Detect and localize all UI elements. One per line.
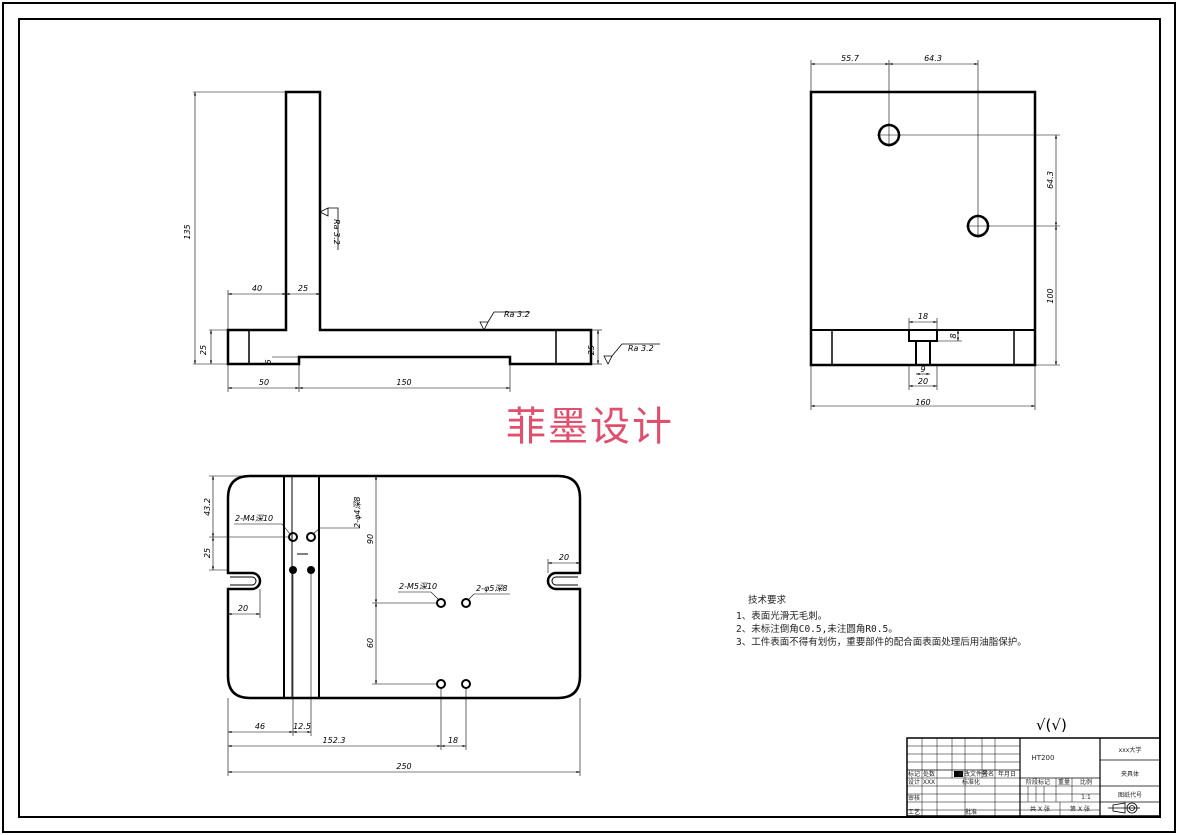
tb-change-label: 更改文件号	[958, 770, 988, 778]
tb-designer-value: XXX	[923, 779, 935, 786]
callout-phi4: 2-φ4深8	[353, 497, 362, 528]
tb-sheet-no: 第 X 张	[1070, 805, 1090, 813]
top-view	[209, 474, 582, 776]
tb-approve-label: 批准	[965, 808, 977, 816]
requirement-2: 2、未标注倒角C0.5,未注圆角R0.5。	[736, 623, 898, 635]
requirements-title: 技术要求	[748, 594, 787, 606]
tb-weight-label: 重量	[1058, 778, 1070, 786]
dim-135: 135	[183, 224, 192, 239]
tb-school: xxx大学	[1119, 746, 1142, 754]
requirement-3: 3、工件表面不得有划伤，重要部件的配合面表面处理后用油脂保护。	[736, 636, 1027, 648]
callout-m5: 2-M5深10	[399, 582, 437, 591]
dim-43-2: 43.2	[203, 498, 212, 516]
dim-50: 50	[259, 378, 269, 387]
dim-25-front-right: 25	[587, 345, 596, 355]
dim-18-top: 18	[448, 736, 458, 745]
dim-25-front-top: 25	[298, 284, 308, 293]
dim-150: 150	[396, 378, 411, 387]
dim-8: 8	[949, 333, 958, 338]
dim-12-5: 12.5	[293, 722, 311, 731]
dim-152-3: 152.3	[323, 736, 346, 745]
title-block	[906, 737, 1161, 817]
roughness-right: Ra 3.2	[628, 344, 654, 353]
tb-designer-label: 设计	[908, 778, 920, 786]
requirement-1: 1、表面光滑无毛刺。	[736, 610, 827, 622]
inner-frame	[18, 18, 1161, 818]
dim-20-slot: 20	[918, 377, 928, 386]
dim-90: 90	[366, 534, 375, 544]
roughness-vertical: Ra 3.2	[332, 219, 341, 245]
dim-40: 40	[252, 284, 262, 293]
dim-18-slot: 18	[918, 312, 928, 321]
tb-material: HT200	[1032, 754, 1055, 762]
roughness-top: Ra 3.2	[504, 310, 530, 319]
tb-count-label: 处数	[923, 770, 935, 778]
tb-stage-label: 阶段标记	[1026, 778, 1050, 786]
tb-drawing-no: 图纸代号	[1118, 791, 1142, 799]
watermark: 菲墨设计	[506, 404, 674, 450]
callout-phi5: 2-φ5深8	[476, 584, 507, 593]
tb-date-label: 年月日	[998, 770, 1016, 778]
dim-64-3-vertical: 64.3	[1046, 171, 1055, 189]
dim-60: 60	[366, 638, 375, 648]
tb-review-label: 审核	[908, 794, 920, 802]
dim-6: 6	[264, 359, 273, 364]
dim-25-top: 25	[203, 548, 212, 558]
dim-64-3-horizontal: 64.3	[924, 54, 942, 63]
tb-scale-value: 1:1	[1081, 794, 1091, 801]
side-view	[809, 60, 1060, 410]
dim-55-7: 55.7	[841, 54, 860, 63]
general-roughness-symbol: √(√)	[1036, 716, 1067, 734]
tb-scale-label: 比例	[1080, 778, 1092, 786]
front-view	[193, 90, 660, 392]
dim-9: 9	[920, 365, 925, 374]
tb-sign-label: 签名	[982, 770, 994, 778]
dim-20-left-slot: 20	[238, 604, 248, 613]
callout-m4: 2-M4深10	[235, 514, 273, 523]
dim-20-right-slot: 20	[559, 553, 569, 562]
dim-100: 100	[1046, 288, 1055, 303]
dim-160: 160	[915, 398, 930, 407]
dim-250: 250	[396, 762, 411, 771]
tb-standard-label: 标准化	[962, 778, 980, 786]
tb-process-label: 工艺	[908, 808, 920, 816]
dim-46: 46	[255, 722, 265, 731]
tb-sheet-total: 共 X 张	[1030, 805, 1050, 813]
dim-25-front-left: 25	[199, 345, 208, 355]
tb-mark-label: 标记	[908, 770, 920, 778]
projection-symbol-icon	[1108, 802, 1140, 814]
tb-part-name: 夹具体	[1121, 770, 1139, 778]
